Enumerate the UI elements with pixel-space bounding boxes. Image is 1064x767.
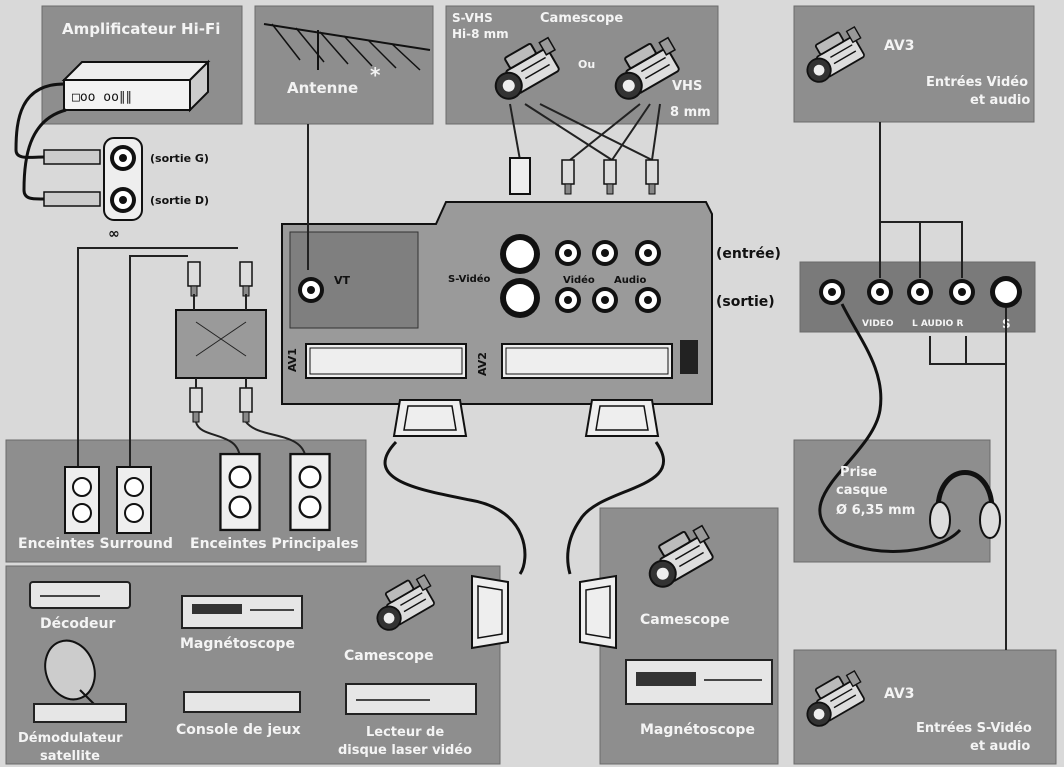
sortie-g-label: (sortie G) <box>150 152 209 165</box>
svg-text:□oo oo∥∥: □oo oo∥∥ <box>72 90 132 105</box>
av2-label: AV2 <box>476 352 489 376</box>
speaker-switch-box <box>175 309 267 379</box>
decodeur-label: Décodeur <box>40 616 116 632</box>
svideo-plug <box>509 157 531 195</box>
speaker-icon <box>116 466 152 534</box>
panel-video-label: VIDEO <box>862 319 894 329</box>
antenna-label: Antenne <box>287 79 358 97</box>
camescope-bottom-right-label: Camescope <box>640 612 730 628</box>
ou-label: Ou <box>578 58 595 71</box>
amplifier-label: Amplificateur Hi-Fi <box>62 20 220 38</box>
sortie-d-label: (sortie D) <box>150 194 209 207</box>
entree-label: (entrée) <box>716 246 781 262</box>
amplifier-icon: □oo oo∥∥ <box>61 59 211 113</box>
satellite-dish-icon <box>44 639 96 705</box>
vcr-icon <box>625 659 773 705</box>
rca-plug-icon <box>43 149 101 207</box>
rca-plug-icon <box>187 261 201 297</box>
av3-svideo-jack <box>990 276 1022 308</box>
console-label: Console de jeux <box>176 722 301 738</box>
video-label: Vidéo <box>563 274 595 286</box>
laserdisc-player-icon <box>345 683 477 715</box>
decoder-icon <box>29 581 131 609</box>
av3-top-title: AV3 <box>884 38 914 54</box>
game-console-icon <box>183 691 301 713</box>
vt-label: VT <box>334 274 351 287</box>
camescope-top-label: Camescope <box>540 11 623 26</box>
satellite-receiver-icon <box>33 703 127 723</box>
prise-line2: casque <box>836 483 888 498</box>
headphones-icon <box>929 470 1001 539</box>
svg-text:∞: ∞ <box>108 226 120 242</box>
amplifier-output-jacks: ∞ <box>103 137 143 242</box>
panel-audio-label: L AUDIO R <box>912 319 963 329</box>
av3-bottom-title: AV3 <box>884 686 914 702</box>
vhs-label: VHS <box>672 79 702 94</box>
laser-line2: disque laser vidéo <box>338 743 472 758</box>
av3-top-line1: Entrées Vidéo <box>926 75 1028 90</box>
rca-plug-icon <box>239 387 253 423</box>
rca-plug-icon <box>603 159 617 195</box>
speaker-icon <box>289 452 331 532</box>
prise-line3: Ø 6,35 mm <box>836 503 915 518</box>
demodulateur-line2: satellite <box>40 749 100 764</box>
sortie-label: (sortie) <box>716 294 775 310</box>
av3-audio-l-jack <box>907 279 933 305</box>
rca-plug-icon <box>239 261 253 297</box>
camescope-bottom-left-label: Camescope <box>344 648 434 664</box>
antenna-icon <box>263 23 431 71</box>
hi8-label: Hi-8 mm <box>452 27 509 41</box>
vt-jack <box>298 277 324 303</box>
scart-plug-icon <box>585 399 659 437</box>
scart-plug-icon <box>471 575 509 649</box>
8mm-label: 8 mm <box>670 105 711 120</box>
av3-video-jack <box>867 279 893 305</box>
svideo-jacks <box>500 234 540 318</box>
prise-line1: Prise <box>840 465 877 480</box>
laser-line1: Lecteur de <box>366 725 444 740</box>
magnetoscope-left-label: Magnétoscope <box>180 636 295 652</box>
av3-audio-r-jack <box>949 279 975 305</box>
rca-plug-icon <box>561 159 575 195</box>
speaker-icon <box>219 452 261 532</box>
scart-plug-icon <box>393 399 467 437</box>
antenna-star: * <box>370 63 381 87</box>
scart-plug-icon <box>579 575 617 649</box>
rca-plug-icon <box>645 159 659 195</box>
speaker-icon <box>64 466 100 534</box>
svideo-label: S-Vidéo <box>448 273 491 285</box>
av3-top-line2: et audio <box>970 93 1030 108</box>
enceintes-principales-label: Enceintes Principales <box>190 536 359 552</box>
av1-label: AV1 <box>286 348 299 372</box>
vcr-icon <box>181 595 303 629</box>
demodulateur-line1: Démodulateur <box>18 731 123 746</box>
audio-label: Audio <box>614 275 646 286</box>
antenna-panel <box>254 5 434 125</box>
headphone-jack <box>819 279 845 305</box>
magnetoscope-right-label: Magnétoscope <box>640 722 755 738</box>
headphone-panel <box>793 439 991 563</box>
svhs-label: S-VHS <box>452 11 493 25</box>
enceintes-surround-label: Enceintes Surround <box>18 536 173 552</box>
rca-plug-icon <box>189 387 203 423</box>
av3-bottom-line2: et audio <box>970 739 1030 754</box>
av3-bottom-line1: Entrées S-Vidéo <box>916 721 1032 736</box>
